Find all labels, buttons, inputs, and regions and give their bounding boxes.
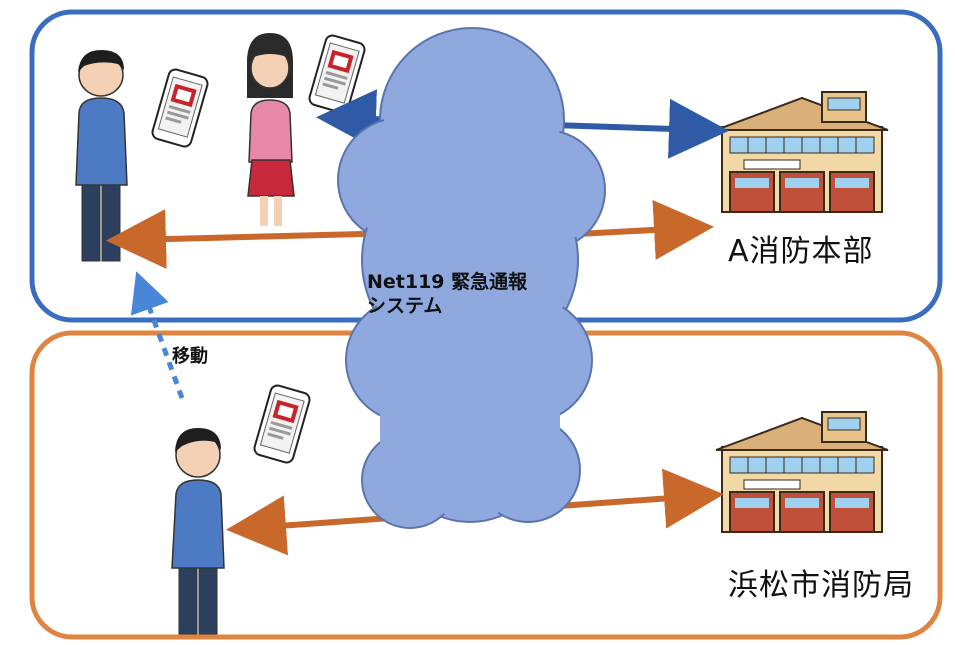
smartphone-icon xyxy=(149,66,211,150)
man-moved-caller-icon xyxy=(171,428,225,635)
move-label: 移動 xyxy=(172,346,208,367)
a-fire-station-label: A消防本部 xyxy=(728,234,874,269)
orange-arrow-to-caller xyxy=(106,209,401,270)
cloud-label-line2: システム xyxy=(367,295,443,317)
smartphone-icon xyxy=(306,32,368,116)
hamamatsu-fire-station-label: 浜松市消防局 xyxy=(728,568,914,603)
move-dashed-arrow xyxy=(130,271,185,399)
hamamatsu-fire-station-icon xyxy=(715,411,889,533)
smartphone-icon xyxy=(251,382,313,466)
cloud-label: Net119 緊急通報 システム xyxy=(367,270,527,318)
a-fire-station-icon xyxy=(715,91,889,213)
net119-cloud-fill xyxy=(342,34,601,524)
woman-caller-icon xyxy=(247,33,295,226)
man-caller-icon xyxy=(75,50,128,262)
cloud-label-line1: Net119 緊急通報 xyxy=(367,271,528,293)
